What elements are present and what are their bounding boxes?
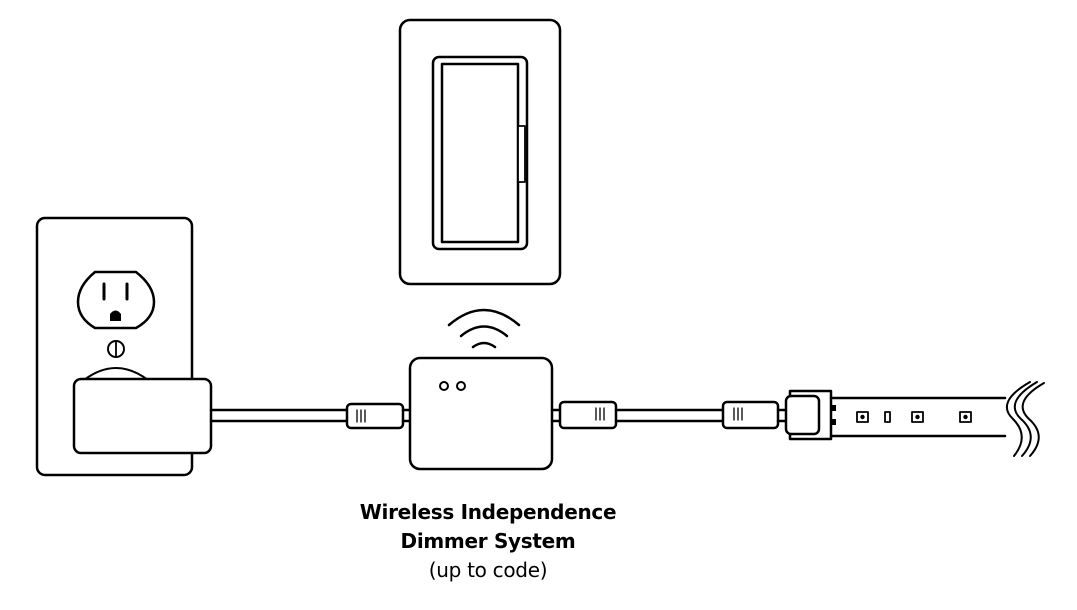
led-strip-icon <box>784 381 1045 457</box>
barrel-connector-icon <box>345 402 412 430</box>
wall-dimmer-switch-icon <box>398 18 562 286</box>
barrel-connector-icon <box>721 400 792 430</box>
caption-title-line-2: Dimmer System <box>400 529 576 553</box>
cable-receiver-to-strip <box>614 408 725 423</box>
wireless-receiver-icon <box>408 356 554 471</box>
wireless-signal-icon <box>447 308 521 349</box>
power-adapter-icon <box>72 377 213 455</box>
cable-adapter-to-receiver <box>209 408 349 423</box>
diagram-caption: Wireless Independence Dimmer System (up … <box>288 498 688 585</box>
caption-note: (up to code) <box>428 558 548 582</box>
caption-title-line-1: Wireless Independence <box>359 500 617 524</box>
barrel-connector-icon <box>550 400 618 430</box>
